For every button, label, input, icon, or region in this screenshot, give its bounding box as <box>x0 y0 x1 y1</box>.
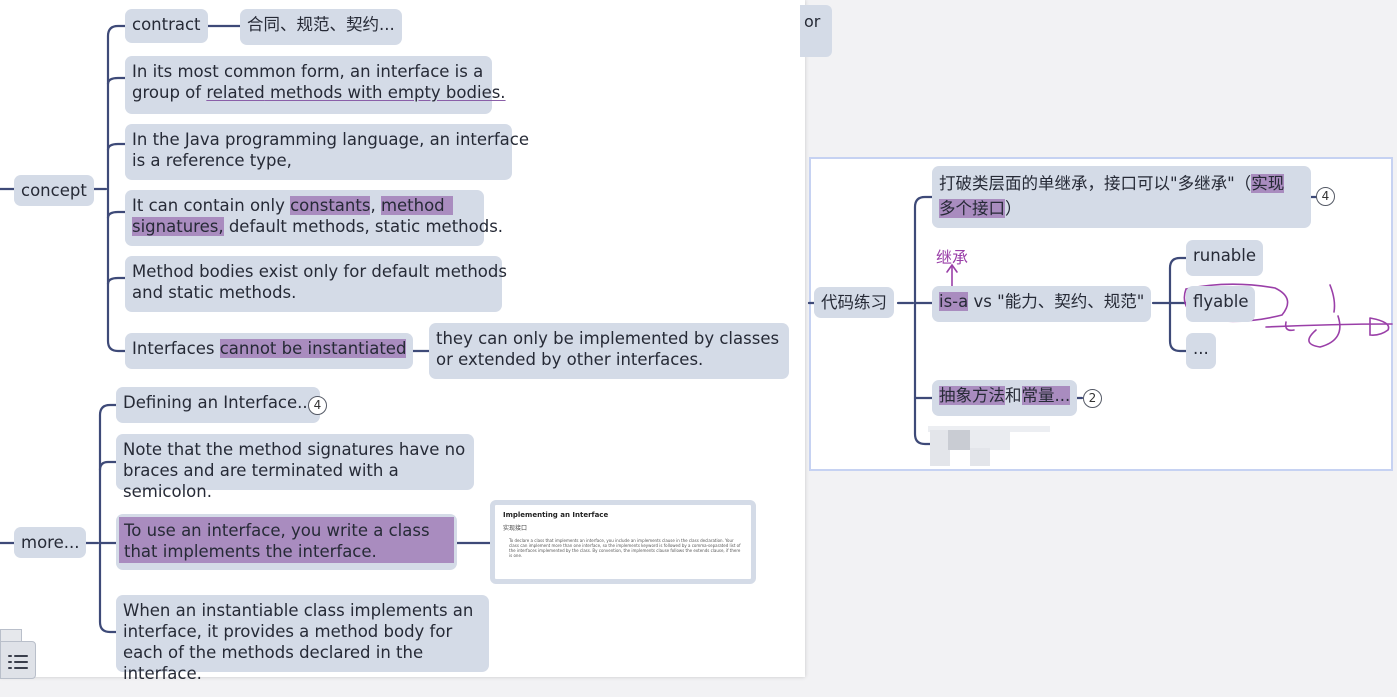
instantiated-node[interactable]: Interfaces cannot be instantiated <box>125 333 414 369</box>
contract-translation-node[interactable]: 合同、规范、契约... <box>240 9 402 45</box>
collapsed-count-badge[interactable]: 4 <box>1316 187 1335 206</box>
common-form-node[interactable]: In its most common form, an interface is… <box>125 56 506 114</box>
bodies-node[interactable]: Method bodies exist only for default met… <box>125 256 507 312</box>
outline-list-button[interactable] <box>0 641 36 679</box>
multiple-inheritance-line-2: 多个接口） <box>939 199 1022 218</box>
list-icon <box>8 655 28 669</box>
contain-line-1: It can contain only constants, method <box>132 195 477 216</box>
contain-node[interactable]: It can contain only constants, method si… <box>125 190 504 246</box>
collapsed-count-badge[interactable]: 4 <box>308 396 327 415</box>
java-node[interactable]: In the Java programming language, an int… <box>125 124 529 180</box>
common-form-line-2: group of related methods with empty bodi… <box>132 83 506 102</box>
use-interface-node[interactable]: To use an interface, you write a class t… <box>116 514 457 570</box>
defining-node[interactable]: Defining an Interface... <box>116 387 320 423</box>
flyable-node[interactable]: flyable <box>1186 286 1256 322</box>
abstract-methods-node[interactable]: 抽象方法和常量... <box>932 380 1078 416</box>
inherit-annotation: 继承 <box>936 248 969 267</box>
collapsed-count-badge[interactable]: 2 <box>1083 389 1102 408</box>
is-a-node[interactable]: is-a vs "能力、契约、规范" <box>932 286 1152 322</box>
concept-node[interactable]: concept <box>14 175 94 206</box>
blurred-node <box>928 426 1050 466</box>
signatures-note-node[interactable]: Note that the method signatures have no … <box>116 434 474 501</box>
instantiable-node[interactable]: When an instantiable class implements an… <box>116 595 489 683</box>
offscreen-node-fragment: or <box>800 5 832 57</box>
ellipsis-node[interactable]: ... <box>1186 333 1216 369</box>
multiple-inheritance-line-1: 打破类层面的单继承，接口可以"多继承"（实现 <box>939 174 1285 193</box>
more-node[interactable]: more... <box>14 527 87 558</box>
use-interface-highlight: To use an interface, you write a class t… <box>119 517 454 563</box>
contract-node[interactable]: contract <box>125 9 208 43</box>
code-practice-root-node[interactable]: 代码练习 <box>814 287 894 318</box>
contain-line-2: signatures, default methods, static meth… <box>132 217 504 236</box>
implementing-interface-thumbnail[interactable]: Implementing an Interface 实现接口 To declar… <box>490 500 756 584</box>
multiple-inheritance-node[interactable]: 打破类层面的单继承，接口可以"多继承"（实现 多个接口） <box>932 166 1311 228</box>
instantiated-detail-node[interactable]: they can only be implemented by classes … <box>429 323 789 379</box>
runable-node[interactable]: runable <box>1186 240 1264 276</box>
